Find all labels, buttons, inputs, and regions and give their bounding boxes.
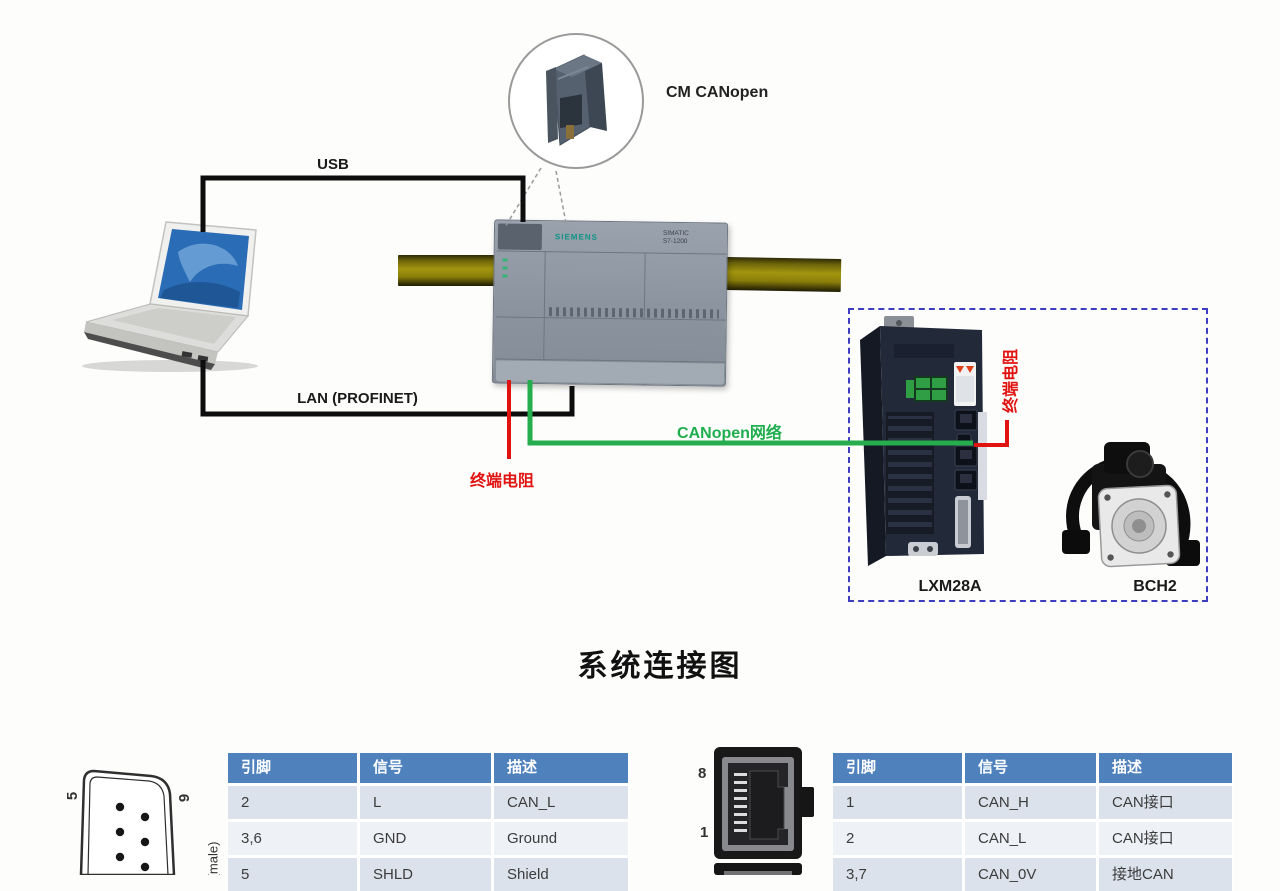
usb-label: USB (317, 156, 349, 173)
column-header: 描述 (494, 753, 628, 783)
motor-shaft-collar (1126, 450, 1154, 478)
drive-terminal (906, 380, 914, 398)
lan-cable-line (200, 360, 575, 417)
motor-screw-hole (1107, 554, 1114, 561)
terminator-right-label: 终端电阻 (1003, 349, 1020, 414)
drive-heatsink-fins (888, 416, 932, 530)
drive-vent (894, 344, 954, 358)
dsub-pin9-label: 9 (176, 794, 193, 802)
table-cell: 2 (228, 786, 357, 819)
rj45-pin8-label: 8 (698, 765, 706, 782)
laptop-wallpaper-swirl (178, 243, 238, 282)
table-cell: Ground (494, 822, 628, 855)
dsub-pin (115, 827, 125, 837)
table-cell: GND (360, 822, 491, 855)
rj45-pinout-table: 引脚 信号 描述 1 CAN_H CAN接口 2 CAN_L CAN接口 3,7… (833, 753, 1234, 891)
column-header: 引脚 (228, 753, 357, 783)
dsub-pinout-table: 引脚 信号 描述 2 L CAN_L 3,6 GND Ground 5 SHLD… (228, 753, 630, 891)
cm-module-seam (557, 66, 589, 80)
column-header: 引脚 (833, 753, 962, 783)
table-cell: CAN接口 (1099, 822, 1232, 855)
drive-rj45-pin-area (960, 414, 972, 423)
dsub-pin (140, 862, 150, 872)
cm-module-contacts (566, 125, 574, 139)
drive-group-box (848, 308, 1208, 602)
drive-terminal (916, 390, 930, 400)
table-cell: CAN_L (494, 786, 628, 819)
drive-name-label: LXM28A (918, 578, 982, 595)
motor-screw-hole (1167, 551, 1174, 558)
dsub-pin (140, 812, 150, 822)
drive-side-label (978, 412, 987, 500)
laptop-base (84, 332, 215, 370)
column-header: 描述 (1099, 753, 1232, 783)
motor-screw-hole (1164, 491, 1171, 498)
rj45-connector: 8 1 (688, 745, 818, 875)
motor-screw-hole (1104, 494, 1111, 501)
cm-module-socket (560, 94, 582, 129)
laptop-port (181, 351, 193, 358)
table-cell: 3,6 (228, 822, 357, 855)
servo-motor-bch2 (1048, 438, 1208, 575)
cm-canopen-label: CM CANopen (666, 84, 769, 101)
table-cell: 2 (833, 822, 962, 855)
column-header: 信号 (360, 753, 491, 783)
callout-dashed-line-left (504, 167, 542, 228)
column-header: 信号 (965, 753, 1096, 783)
rj45-pins (734, 773, 747, 832)
motor-connector-left (1062, 530, 1090, 554)
table-cell: 1 (833, 786, 962, 819)
cm-module-top (554, 55, 602, 77)
cm-canopen-callout-circle (508, 33, 644, 169)
drive-warning-triangle (956, 366, 964, 373)
rj45-plug-slot (749, 770, 785, 840)
drive-terminal (916, 378, 930, 388)
drive-terminal (932, 390, 946, 400)
terminator-right-line (974, 420, 1009, 447)
table-cell: CAN_H (965, 786, 1096, 819)
drive-top-hole (896, 320, 902, 326)
page-title: 系统连接图 (577, 650, 743, 683)
lan-profinet-label: LAN (PROFINET) (297, 390, 418, 407)
terminator-left-label: 终端电阻 (469, 473, 534, 490)
drive-side-face (860, 326, 886, 566)
drive-rj45-pin-area (960, 450, 972, 459)
motor-flange (1097, 484, 1181, 568)
dsub-inner-shell (87, 776, 169, 875)
drive-rj45-pin-area (960, 474, 972, 483)
drive-warning-triangle (966, 366, 974, 373)
table-cell: CAN接口 (1099, 786, 1232, 819)
laptop-wallpaper-dark (160, 281, 240, 308)
dsub-pin5-label: 5 (64, 792, 81, 800)
cm-module-flange (546, 67, 558, 143)
drive-bottom-hole (927, 546, 933, 552)
drive-terminal (932, 378, 946, 388)
dsub-pin (115, 852, 125, 862)
motor-name-label: BCH2 (1133, 578, 1177, 595)
dsub-pin (140, 837, 150, 847)
dsub-pin (115, 802, 125, 812)
table-cell: L (360, 786, 491, 819)
dsub-gender-note: (male) (205, 842, 220, 875)
cm-module-side (584, 55, 607, 131)
laptop-port (197, 355, 209, 362)
dsub9-connector: 5 9 (male) (48, 750, 226, 875)
dsub-outer-shell (79, 769, 176, 875)
canopen-network-line (527, 380, 973, 446)
canopen-network-label: CANopen网络 (677, 425, 782, 442)
drive-label-text-area (956, 376, 974, 402)
laptop-keyboard (112, 308, 236, 344)
usb-cable-line (200, 175, 526, 232)
rj45-latch-tab (800, 787, 814, 817)
rj45-pin1-label: 1 (700, 824, 708, 841)
rj45-second-port-frame (724, 871, 792, 875)
drive-bottom-hole (913, 546, 919, 552)
laptop (78, 220, 270, 372)
callout-dashed-line-right (555, 170, 567, 224)
din-rail-left (398, 255, 495, 286)
drive-bottom-plate (908, 542, 938, 556)
table-cell: CAN_L (965, 822, 1096, 855)
drive-io-pins (958, 500, 968, 544)
